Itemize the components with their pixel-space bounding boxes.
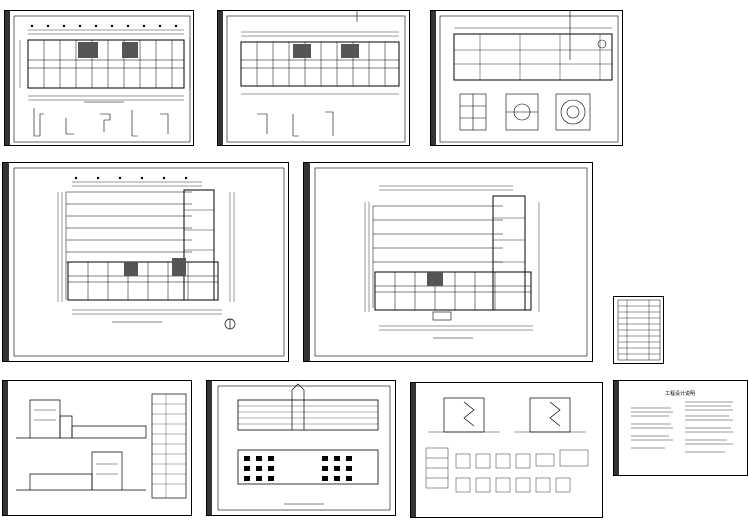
sheet-large-plan-2 (303, 162, 593, 362)
sheet-large-plan-1 (2, 162, 289, 362)
drawing-index-table (613, 296, 664, 364)
sheet-design-notes: 工程设计说明 (613, 380, 748, 476)
sheet-roof-plan (430, 10, 623, 146)
front-elevation-drawing (206, 380, 396, 516)
sheet-side-elevation (2, 380, 192, 516)
floor-plan-1-drawing (4, 10, 194, 146)
sheet-section-details (410, 382, 603, 518)
roof-plan-drawing (430, 10, 623, 146)
sheet-floor-plan-1 (4, 10, 194, 146)
design-notes-frame (613, 380, 748, 476)
sheet-floor-plan-2 (217, 10, 410, 146)
large-plan-1-drawing (2, 162, 289, 362)
sheet-front-elevation (206, 380, 396, 516)
floor-plan-2-drawing (217, 10, 410, 146)
large-plan-2-drawing (303, 162, 593, 362)
sheet-drawing-index (613, 296, 664, 364)
side-elevation-drawing (2, 380, 192, 516)
design-notes-heading: 工程设计说明 (665, 391, 696, 397)
section-details-drawing (410, 382, 603, 518)
